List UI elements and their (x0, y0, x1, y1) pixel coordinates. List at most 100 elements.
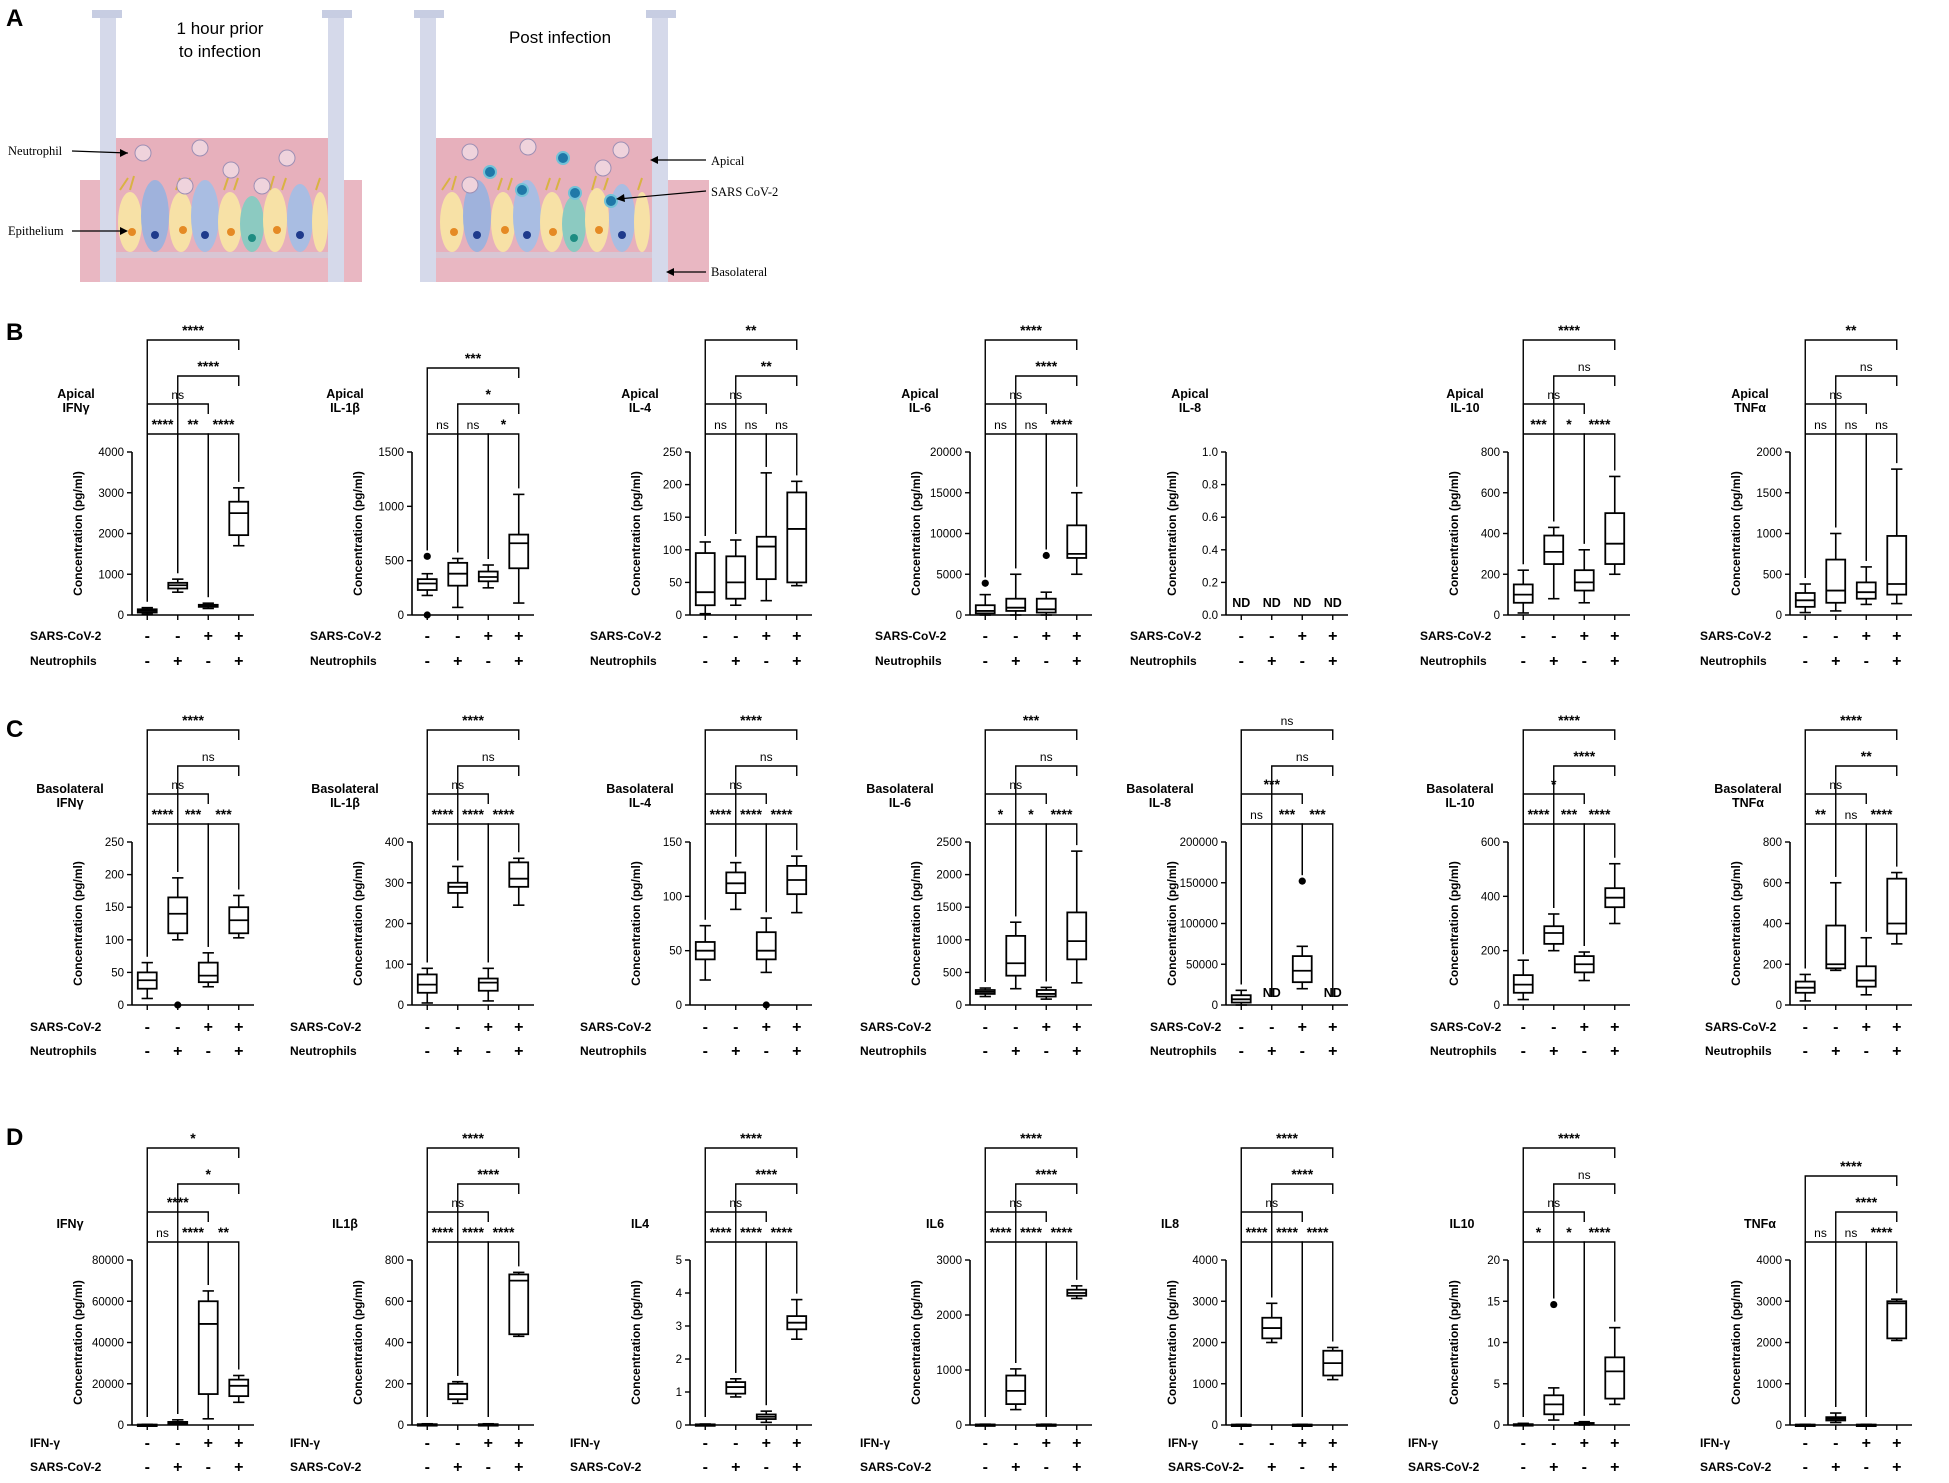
chart-title: IFNγ (62, 401, 89, 415)
box-iqr (228, 500, 250, 537)
bracket-line (177, 375, 240, 574)
condition-row-label: SARS-CoV-2 (290, 1460, 362, 1474)
bracket-label: **** (1871, 806, 1893, 822)
box-1 (136, 606, 158, 615)
condition-row-label: IFN-γ (1700, 1436, 1730, 1450)
condition-sign: - (1803, 628, 1808, 645)
bracket-label: ns (1814, 1226, 1827, 1240)
chart-title: IL4 (631, 1217, 649, 1231)
condition-sign: + (762, 628, 771, 645)
box-iqr (447, 881, 469, 894)
significance-bracket: ns (457, 750, 520, 861)
box-2 (725, 1378, 747, 1398)
condition-sign: + (1549, 653, 1558, 670)
box-2 (725, 861, 747, 911)
bracket-line (1522, 1241, 1555, 1417)
y-tick-label: 0 (1776, 1000, 1782, 1012)
bracket-label: **** (1589, 806, 1611, 822)
significance-bracket: **** (735, 806, 767, 913)
box-4 (1066, 491, 1088, 576)
bracket-line (1804, 1175, 1898, 1417)
y-axis-label: Concentration (pg/ml) (1729, 861, 1743, 986)
y-tick-label: 200 (1481, 946, 1500, 958)
box-1 (1512, 569, 1534, 614)
condition-sign: - (1269, 1019, 1274, 1036)
significance-bracket: * (146, 1130, 240, 1417)
condition-sign: + (234, 653, 243, 670)
box-1 (974, 987, 996, 998)
insert-rim (92, 10, 122, 18)
condition-sign: - (145, 653, 150, 670)
condition-sign: + (234, 1019, 243, 1036)
condition-sign: + (484, 1435, 493, 1452)
bracket-label: ns (1845, 418, 1858, 432)
y-tick-label: 1000 (98, 569, 124, 581)
y-tick-label: 400 (385, 1338, 404, 1350)
bracket-line (177, 1183, 240, 1414)
box-iqr (1886, 877, 1908, 935)
virus-particles (483, 151, 618, 208)
significance-bracket: **** (765, 806, 798, 913)
y-tick-label: 500 (943, 967, 962, 979)
box-1 (416, 1422, 438, 1427)
significance-bracket: **** (426, 712, 520, 963)
bracket-label: ns (1296, 750, 1309, 764)
y-tick-label: 200 (1763, 959, 1782, 971)
significance-bracket: ** (704, 322, 798, 536)
box-iqr (1005, 1374, 1027, 1406)
significance-bracket: **** (1865, 1224, 1898, 1417)
y-axis-label: Concentration (pg/ml) (629, 861, 643, 986)
bracket-label: **** (462, 806, 484, 822)
box-3 (1291, 1423, 1313, 1427)
bracket-line (1301, 1241, 1334, 1417)
y-axis-label: Concentration (pg/ml) (1165, 1280, 1179, 1405)
significance-bracket: **** (146, 712, 240, 957)
condition-sign: + (204, 1435, 213, 1452)
box-iqr (1573, 569, 1595, 592)
y-tick-label: 1000 (936, 1365, 962, 1377)
y-tick-label: 50 (111, 967, 124, 979)
significance-bracket: **** (1271, 1166, 1334, 1298)
condition-sign: - (425, 1459, 430, 1476)
box-2 (447, 1380, 469, 1405)
y-tick-label: 3000 (98, 488, 124, 500)
y-axis-label: Concentration (pg/ml) (351, 1280, 365, 1405)
condition-sign: + (514, 628, 523, 645)
bracket-line (1804, 339, 1898, 579)
condition-sign: - (1582, 1043, 1587, 1060)
condition-sign: - (1521, 1435, 1526, 1452)
label-neutrophil: Neutrophil (8, 144, 63, 158)
bracket-label: **** (710, 806, 732, 822)
bracket-label: **** (1020, 1224, 1042, 1240)
y-tick-label: 50000 (1186, 959, 1218, 971)
bracket-line (984, 1147, 1078, 1417)
box-iqr (755, 931, 777, 961)
y-tick-label: 200000 (1180, 837, 1218, 849)
bracket-label: **** (462, 1130, 484, 1146)
box-4 (228, 1374, 250, 1404)
chart-b5: ApicalIL-80.00.20.40.60.81.0Concentratio… (1130, 387, 1348, 670)
box-3 (197, 952, 219, 988)
box-4 (1604, 475, 1626, 576)
bracket-label: ns (156, 1226, 169, 1240)
condition-sign: - (983, 628, 988, 645)
condition-sign: + (1072, 653, 1081, 670)
bracket-label: ns (994, 418, 1007, 432)
condition-sign: + (1831, 1459, 1840, 1476)
y-tick-label: 1000 (1192, 1379, 1218, 1391)
chart-title: Basolateral (311, 782, 378, 796)
condition-sign: - (425, 1043, 430, 1060)
bracket-line (1045, 823, 1078, 982)
bracket-label: * (501, 416, 507, 432)
bracket-line (1583, 823, 1616, 947)
condition-sign: + (1892, 1459, 1901, 1476)
y-tick-label: 200 (1481, 569, 1500, 581)
condition-sign: - (764, 1043, 769, 1060)
bracket-label: * (206, 1166, 212, 1182)
y-tick-label: 150 (663, 837, 682, 849)
y-axis-label: Concentration (pg/ml) (1165, 861, 1179, 986)
condition-sign: - (1803, 1043, 1808, 1060)
y-tick-label: 200 (663, 480, 682, 492)
condition-row-label: SARS-CoV-2 (590, 629, 662, 643)
condition-sign: + (1610, 1459, 1619, 1476)
